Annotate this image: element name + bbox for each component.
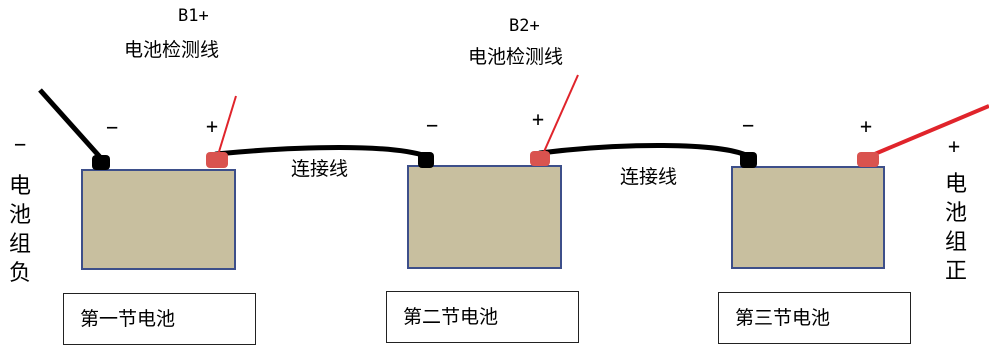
probe-label-b2: 电池检测线 (468, 46, 564, 68)
battery-1-plus-sign: + (206, 114, 219, 138)
battery-3-plus-sign: + (860, 114, 873, 138)
positive-terminal-2 (530, 151, 550, 166)
negative-terminal-2 (418, 152, 434, 168)
negative-terminal-3 (740, 152, 757, 168)
pack-positive-label: 电池组正 (944, 172, 967, 284)
probe-label-b1: 电池检测线 (124, 39, 220, 61)
probe-tag-b2: B2+ (509, 16, 540, 36)
battery-2-plus-sign: + (532, 107, 545, 131)
battery-1-minus-sign: − (106, 115, 119, 139)
battery-caption-1: 第一节电池 (63, 293, 256, 345)
battery-3-minus-sign: − (742, 113, 755, 137)
connector-wire-1 (213, 145, 429, 159)
positive-terminal-1 (206, 152, 228, 168)
battery-name-3: 第三节电池 (735, 307, 831, 329)
pack-negative-wire (38, 88, 102, 159)
battery-2-minus-sign: − (426, 113, 439, 137)
pack-negative-label: 电池组负 (8, 174, 31, 286)
negative-terminal-1 (92, 155, 110, 170)
pack-positive-wire (869, 104, 989, 158)
battery-body-3 (731, 166, 885, 269)
battery-caption-2: 第二节电池 (386, 291, 579, 343)
battery-caption-3: 第三节电池 (718, 292, 911, 344)
battery-body-2 (407, 165, 562, 269)
pack-positive-sign: + (948, 134, 961, 158)
probe-wire-b1 (217, 95, 237, 156)
battery-name-1: 第一节电池 (80, 308, 176, 330)
battery-name-2: 第二节电池 (403, 306, 499, 328)
probe-wire-b2 (542, 74, 579, 155)
connector-label-1: 连接线 (291, 158, 349, 180)
connector-label-2: 连接线 (620, 166, 678, 188)
connector-wire-2 (537, 142, 751, 159)
battery-body-1 (81, 169, 236, 270)
pack-negative-sign: − (14, 132, 27, 156)
probe-tag-b1: B1+ (178, 6, 209, 26)
positive-terminal-3 (857, 152, 879, 167)
